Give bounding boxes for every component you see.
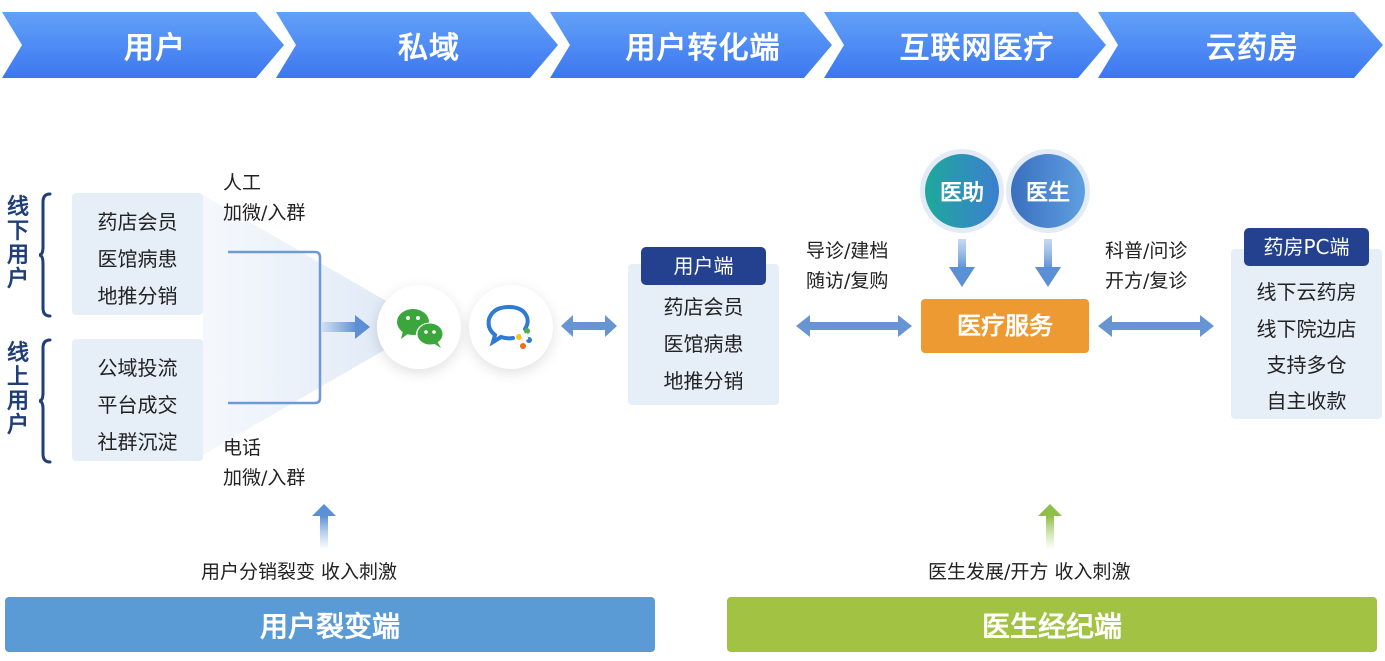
double-arrow-icon [561,315,617,337]
stage-cloud-pharmacy: 云药房 [1098,12,1383,78]
channel-manual-desc: 加微/入群 [223,202,306,224]
pharmacy-box: 线下云药房 线下院边店 支持多仓 自主收款 [1231,249,1382,419]
down-arrow-icon [1035,239,1061,287]
merge-bracket-icon [228,250,370,405]
prescribe-revisit-label: 开方/复诊 [1105,270,1188,292]
online-item: 社群沉淀 [97,430,178,454]
offline-item: 医馆病患 [97,247,178,271]
user-end-item: 医馆病患 [663,332,744,356]
user-end-item: 地推分销 [663,369,744,393]
pharmacy-item: 支持多仓 [1266,353,1347,377]
offline-users-box: 药店会员 医馆病患 地推分销 [72,193,203,315]
medical-service-box: 医疗服务 [921,299,1089,353]
stage-label: 互联网医疗 [899,31,1055,66]
online-users-text: 线上用户 [7,341,30,438]
online-users-label: 线上用户 [5,342,31,438]
down-arrow-icon [949,239,975,287]
stage-user: 用户 [2,12,284,78]
up-arrow-icon [312,504,336,550]
channel-manual-title: 人工 [223,172,262,194]
guide-archive-label: 导诊/建档 [806,240,889,262]
pharmacy-title: 药房PC端 [1244,228,1369,266]
online-users-box: 公域投流 平台成交 社群沉淀 [72,339,203,461]
user-fission-bar: 用户裂变端 [5,597,655,652]
user-fission-label: 用户裂变端 [259,609,400,643]
stage-label: 私域 [398,31,460,66]
stage-label: 云药房 [1206,31,1299,66]
pharmacy-item: 线下院边店 [1256,317,1357,341]
offline-users-label: 线下用户 [5,196,31,292]
medical-service-label: 医疗服务 [957,312,1053,340]
offline-item: 地推分销 [97,284,178,308]
doctor-broker-label: 医生经纪端 [981,609,1122,643]
wechat-icon [397,309,444,348]
offline-users-text: 线下用户 [7,195,30,292]
stage-user-conversion: 用户转化端 [550,12,832,78]
offline-item: 药店会员 [97,210,178,234]
doctor-badge: 医生 [1011,154,1085,228]
user-end-item: 药店会员 [663,295,744,319]
up-arrow-icon [1038,504,1062,550]
online-item: 公域投流 [97,356,178,380]
followup-repurchase-label: 随访/复购 [806,270,889,292]
wechat-button[interactable] [377,285,461,369]
pharmacy-item: 线下云药房 [1256,280,1357,304]
online-item: 平台成交 [97,393,178,417]
double-arrow-icon [796,315,912,337]
stage-internet-medical: 互联网医疗 [824,12,1106,78]
doctor-broker-caption: 医生发展/开方 收入刺激 [928,561,1131,583]
pharmacy-item: 自主收款 [1266,389,1347,413]
channel-phone-title: 电话 [223,437,262,459]
science-consult-label: 科普/问诊 [1105,240,1188,262]
user-end-title: 用户端 [641,247,766,285]
stage-label: 用户 [124,31,186,66]
wecom-icon [486,304,532,349]
offline-brace-icon [38,192,52,318]
stage-private-domain: 私域 [276,12,558,78]
user-end-box: 药店会员 医馆病患 地推分销 [628,264,779,405]
double-arrow-icon [1098,315,1214,337]
doctor-broker-bar: 医生经纪端 [727,597,1377,652]
stage-label: 用户转化端 [625,31,781,66]
online-brace-icon [38,338,52,464]
role-label: 医助 [939,181,984,206]
channel-phone-desc: 加微/入群 [223,467,306,489]
user-fission-caption: 用户分销裂变 收入刺激 [201,561,398,583]
role-label: 医生 [1025,181,1070,206]
medical-assistant-badge: 医助 [925,154,999,228]
funnel-shade [203,195,393,455]
wecom-button[interactable] [469,285,553,369]
